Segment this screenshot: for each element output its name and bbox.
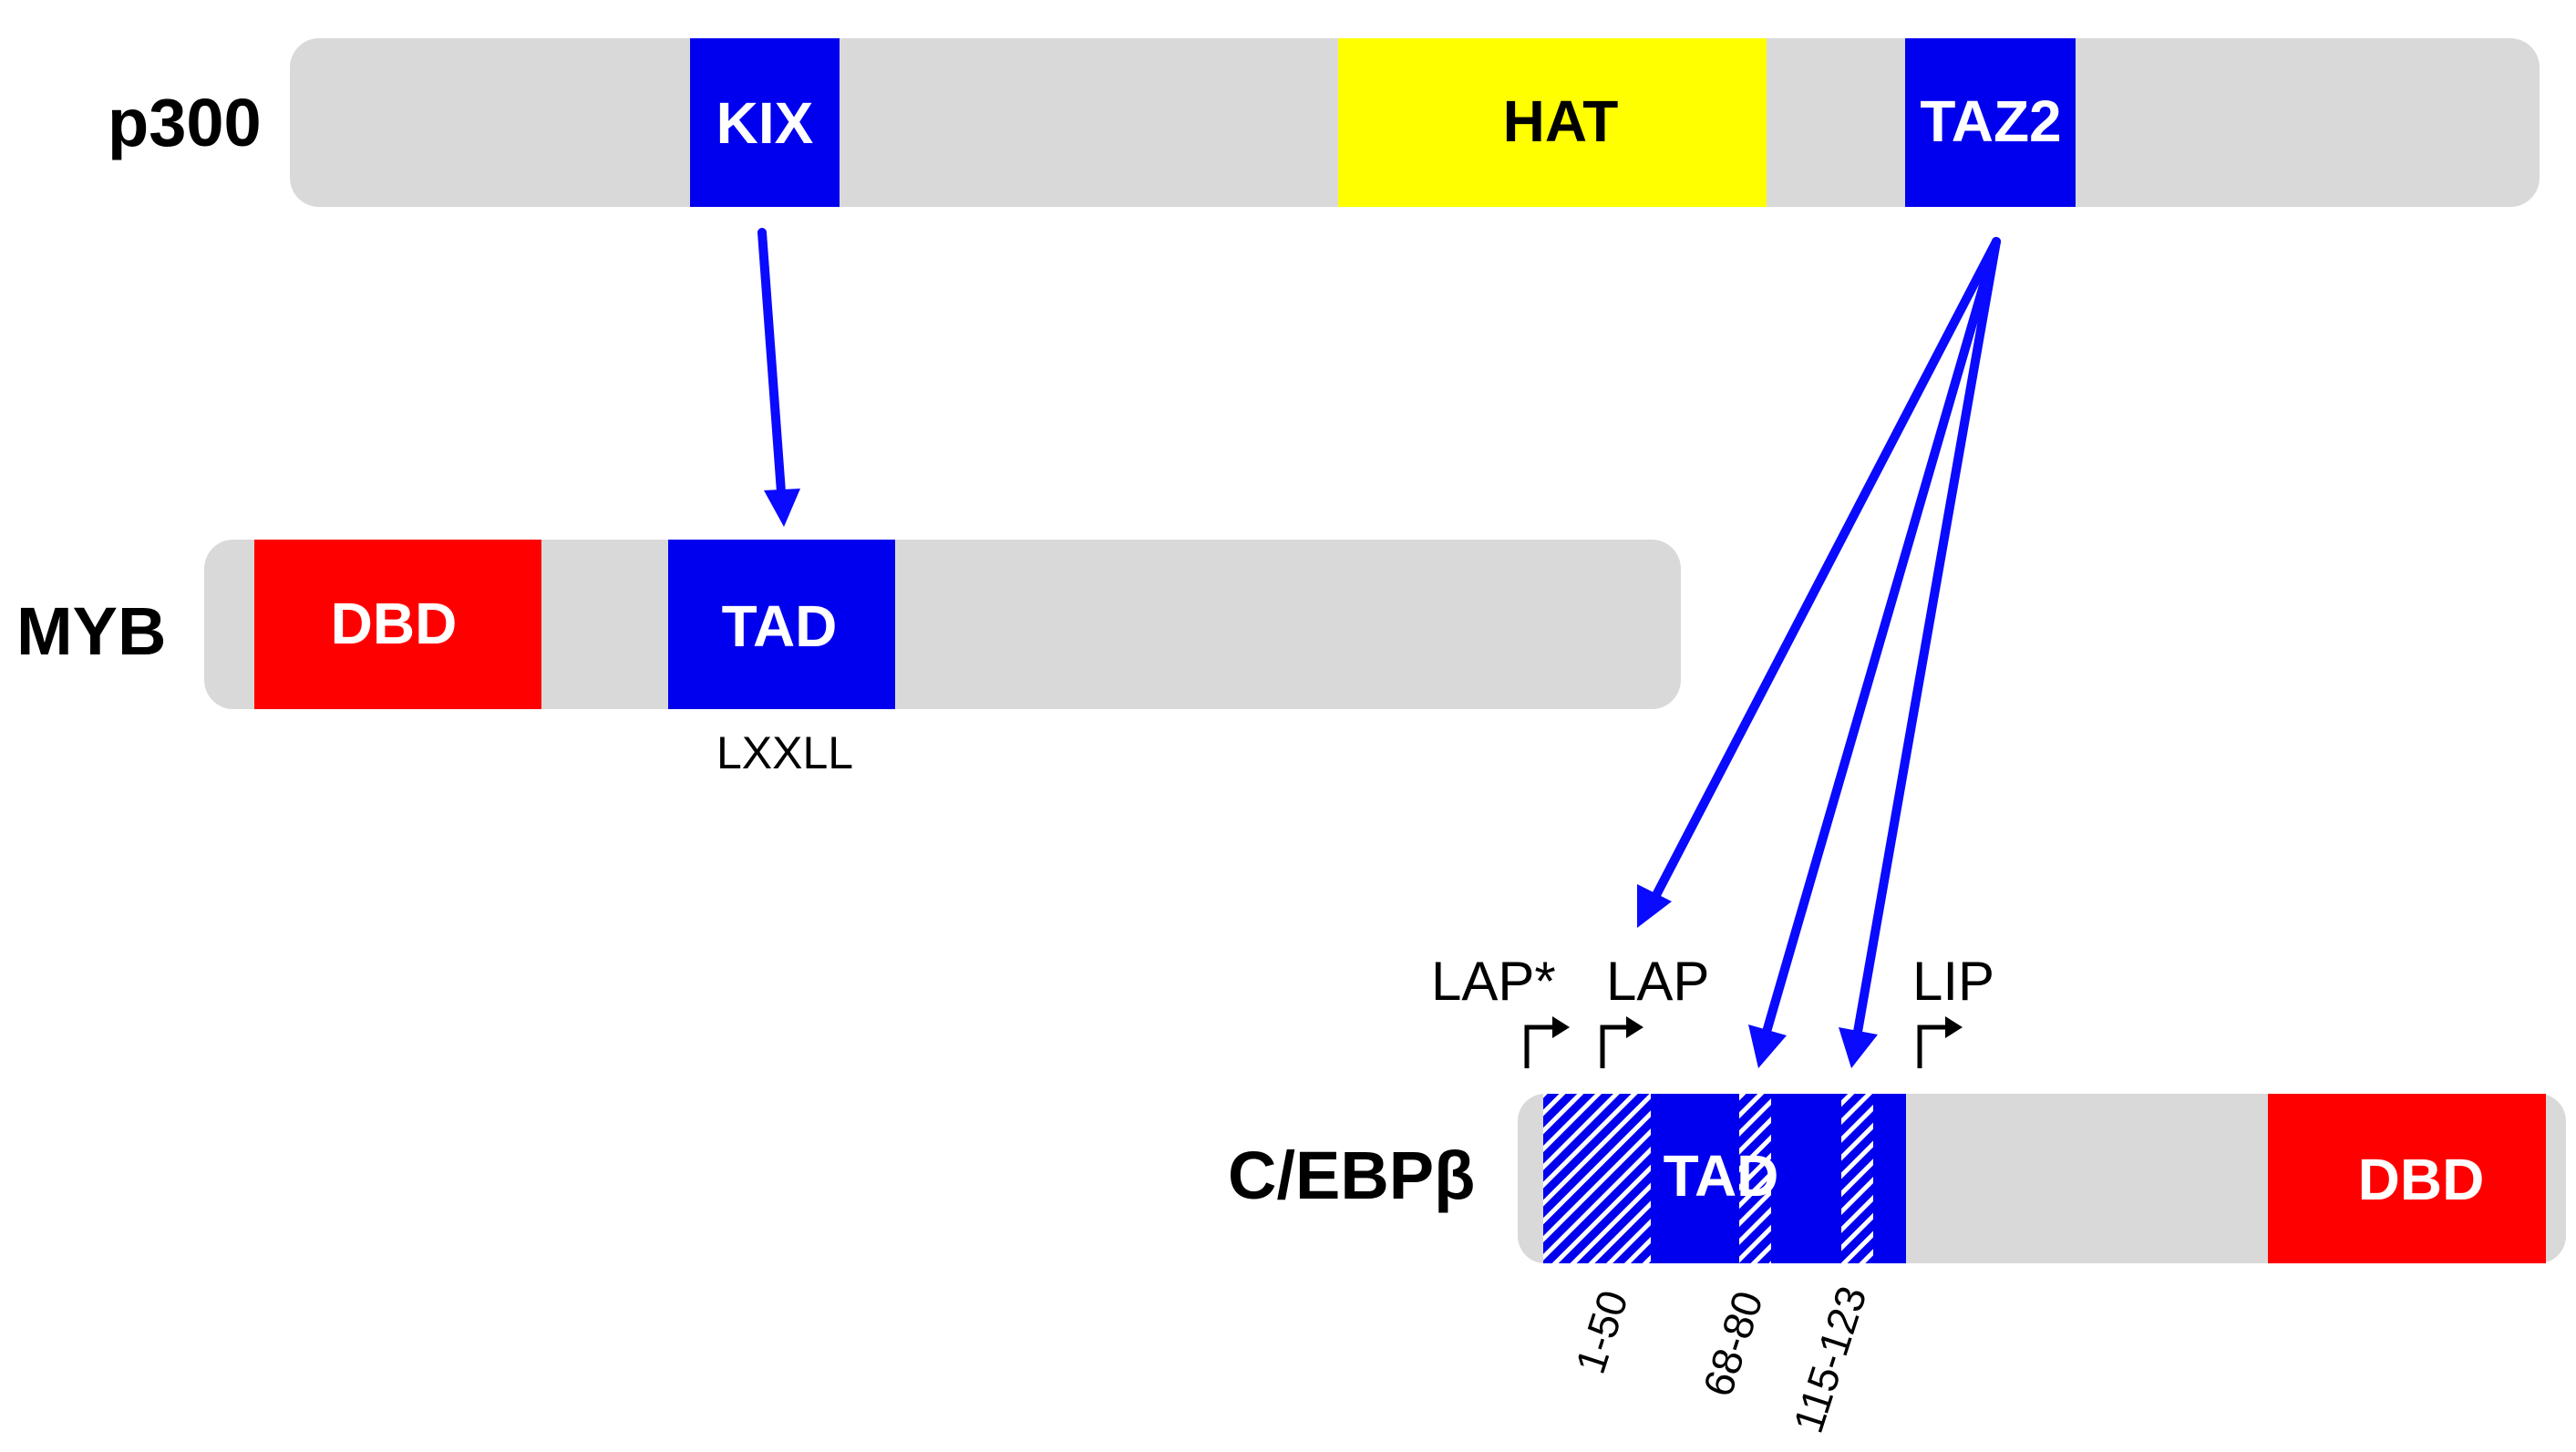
cebpb-dbd-domain — [2268, 1094, 2546, 1263]
p300-label: p300 — [108, 85, 262, 160]
cebpb-protein: C/EBPβ TAD DBD LAP* LAP LIP 1-50 68-80 1… — [1228, 951, 2566, 1438]
p300-hat-label: HAT — [1503, 88, 1619, 154]
promoter-arrow-lap-star — [1524, 1016, 1570, 1068]
p300-hat-domain — [1338, 38, 1767, 207]
myb-backbone — [204, 540, 1681, 709]
arrow-kix-to-myb-tad — [757, 228, 800, 527]
p300-kix-domain — [690, 38, 840, 207]
cebpb-region-68-80-hatch — [1739, 1094, 1771, 1263]
isoform-lap-star-label: LAP* — [1431, 951, 1556, 1012]
myb-protein: MYB DBD TAD LXXLL — [16, 540, 1681, 778]
arrow-taz2-to-lap — [1637, 237, 2001, 928]
myb-label: MYB — [16, 593, 166, 669]
cebpb-region-1-50-hatch — [1543, 1094, 1651, 1263]
myb-dbd-domain — [254, 540, 541, 709]
region-68-80-label: 68-80 — [1694, 1285, 1772, 1402]
promoter-arrow-lip — [1917, 1016, 1963, 1068]
promoter-arrow-lap — [1600, 1016, 1643, 1068]
arrow-taz2-to-region-68-80 — [1748, 237, 2001, 1068]
p300-kix-label: KIX — [716, 90, 814, 156]
p300-taz2-label: TAZ2 — [1920, 88, 2061, 154]
myb-lxxll-motif-label: LXXLL — [716, 727, 853, 778]
arrow-taz2-to-region-115-123 — [1839, 237, 2001, 1068]
cebpb-dbd-label: DBD — [2358, 1147, 2485, 1212]
p300-taz2-domain — [1905, 38, 2076, 207]
cebpb-tad-label: TAD — [1664, 1143, 1779, 1209]
region-1-50-label: 1-50 — [1566, 1284, 1637, 1379]
cebpb-region-115-123-hatch — [1841, 1094, 1873, 1263]
isoform-lap-label: LAP — [1606, 951, 1709, 1012]
myb-dbd-label: DBD — [331, 591, 458, 656]
myb-tad-label: TAD — [722, 593, 838, 659]
isoform-lip-label: LIP — [1912, 951, 1994, 1012]
cebpb-label: C/EBPβ — [1228, 1138, 1475, 1213]
p300-protein: p300 KIX HAT TAZ2 — [108, 38, 2540, 207]
region-115-123-label: 115-123 — [1784, 1281, 1876, 1438]
myb-tad-domain — [668, 540, 895, 709]
